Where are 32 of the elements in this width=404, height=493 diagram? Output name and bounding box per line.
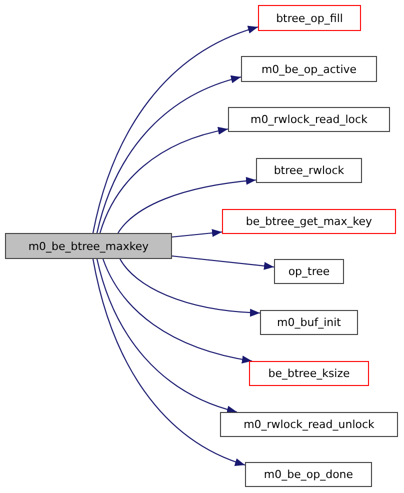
arrow xyxy=(99,127,228,234)
function-name: be_btree_ksize xyxy=(268,367,350,380)
arrow xyxy=(96,258,238,414)
function-box xyxy=(241,56,377,82)
function-name: m0_be_op_done xyxy=(264,468,354,481)
function-box xyxy=(260,310,358,335)
arrow xyxy=(172,229,222,238)
function-name: m0_rwlock_read_unlock xyxy=(244,418,374,431)
function-name: btree_rwlock xyxy=(274,164,344,177)
function-name: m0_buf_init xyxy=(277,316,341,329)
function-box xyxy=(274,259,344,284)
function-name: be_btree_get_max_key xyxy=(246,215,372,228)
function-name: btree_op_fill xyxy=(276,12,343,24)
arrow xyxy=(96,76,242,234)
arrow xyxy=(118,177,256,234)
function-box xyxy=(249,361,369,386)
function-box xyxy=(220,412,398,437)
function-name: m0_be_btree_maxkey xyxy=(28,240,149,252)
function-name: op_tree xyxy=(288,265,330,278)
arrow xyxy=(92,26,258,234)
function-box xyxy=(256,158,362,183)
function-box xyxy=(258,5,361,31)
function-name: m0_rwlock_read_lock xyxy=(250,113,368,126)
function-box xyxy=(228,107,390,132)
function-name: m0_be_op_active xyxy=(261,62,357,76)
function-box xyxy=(222,209,396,234)
arrow xyxy=(92,258,246,466)
arrow xyxy=(102,258,252,364)
arrow xyxy=(172,255,274,270)
arrow xyxy=(120,258,260,316)
function-box xyxy=(245,462,372,487)
function-box xyxy=(5,233,172,259)
